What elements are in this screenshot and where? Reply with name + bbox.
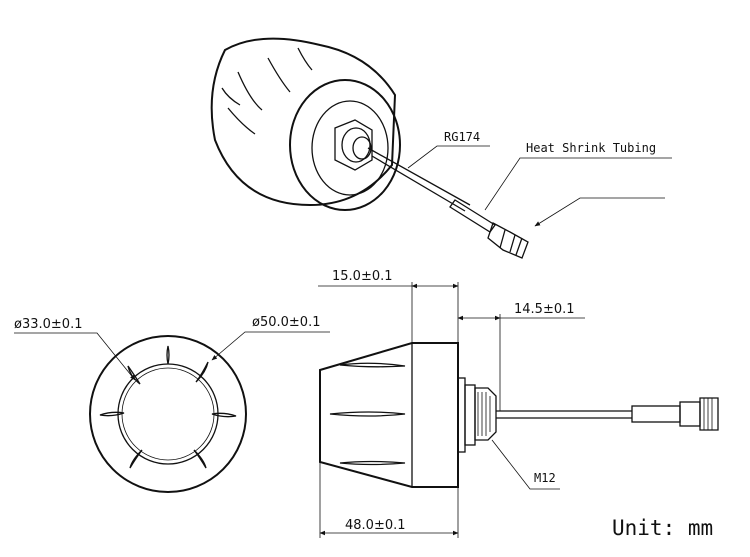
connector-length-dim: 14.5±0.1 [514, 302, 575, 317]
tubing-label: Heat Shrink Tubing [526, 141, 656, 155]
side-dimensions [318, 282, 585, 538]
cable-label: RG174 [444, 130, 480, 144]
thread-label: M12 [534, 471, 556, 485]
iso-leaders [407, 145, 672, 227]
front-leaders [14, 331, 330, 381]
total-length-dim: 48.0±0.1 [345, 518, 406, 533]
inner-diameter-dim: ø33.0±0.1 [14, 317, 82, 332]
front-view [89, 335, 247, 493]
side-view [319, 342, 719, 488]
unit-label: Unit: mm [612, 516, 713, 540]
outer-diameter-dim: ø50.0±0.1 [252, 315, 320, 330]
body-length-dim: 15.0±0.1 [332, 269, 393, 284]
isometric-view [210, 37, 529, 259]
